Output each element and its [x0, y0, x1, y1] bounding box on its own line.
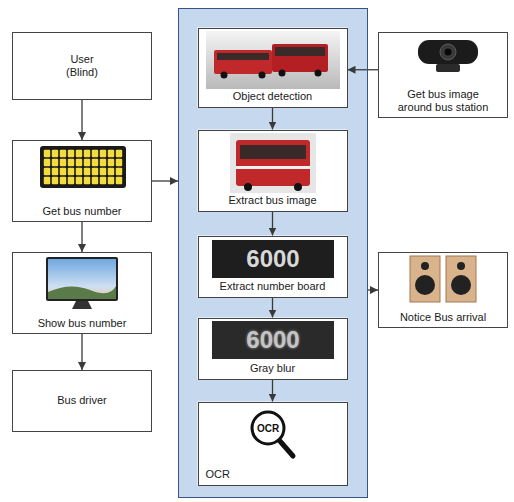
- actor-box: Bus driver: [12, 370, 152, 432]
- flow-arrow: [272, 108, 273, 130]
- speaker-cabinet: [410, 256, 440, 302]
- bus-wheel: [221, 72, 228, 79]
- webcam-icon: [418, 40, 478, 72]
- webcam-lens-core: [445, 49, 452, 56]
- node-fill: [378, 252, 508, 328]
- bus-wheel: [259, 72, 266, 79]
- actor-box: User (Blind): [12, 32, 152, 100]
- keyboard-keys: [43, 149, 123, 185]
- node-fill: [12, 252, 152, 334]
- plate-number: 6000: [246, 245, 299, 273]
- node-label: Get bus number: [43, 205, 122, 218]
- node-label: User (Blind): [60, 53, 105, 79]
- node-fill: [178, 8, 368, 498]
- keyboard-icon: [40, 146, 126, 188]
- output-box: Notice Bus arrival: [378, 252, 508, 328]
- node-label: Notice Bus arrival: [400, 311, 486, 324]
- flow-arrow: [272, 380, 273, 402]
- node-fill: [12, 32, 152, 100]
- bus-wheel: [244, 183, 252, 191]
- icon-text: OCR: [257, 423, 279, 434]
- bus-windows: [240, 145, 306, 159]
- flow-arrow: [348, 69, 379, 70]
- bus-body: [214, 50, 272, 74]
- bus-windows: [217, 53, 269, 60]
- bus-windows: [275, 47, 325, 56]
- flow-arrow: [152, 180, 178, 181]
- plate-number: 6000: [246, 326, 299, 354]
- keyboard-body: [40, 146, 126, 188]
- magnifier-glass: [252, 412, 284, 444]
- node-fill: [198, 28, 348, 108]
- node-fill: [378, 32, 508, 118]
- bus-body: [272, 44, 328, 72]
- label-holder: OCR: [252, 421, 284, 435]
- node-label: Get bus image around bus station: [393, 88, 493, 114]
- flow-arrow: [81, 334, 82, 370]
- magnifier-icon: [252, 412, 293, 456]
- blurred-board-photo: [212, 321, 334, 359]
- bus-wheel: [294, 183, 302, 191]
- node-label: Show bus number: [38, 317, 127, 330]
- bus-crop-photo: [230, 133, 316, 193]
- webcam-body: [418, 40, 478, 64]
- flow-arrow: [272, 298, 273, 318]
- photo-ground: [206, 31, 340, 89]
- flow-arrow: [81, 100, 82, 140]
- node-label: OCR: [206, 468, 230, 481]
- label-holder: 6000: [212, 240, 334, 278]
- flow-arrow: [81, 222, 82, 252]
- input-box: Get bus number: [12, 140, 152, 222]
- node-fill: [198, 130, 348, 212]
- monitor-frame: [46, 257, 118, 301]
- flow-arrow: [272, 212, 273, 236]
- process-box: Extract bus image: [198, 130, 348, 212]
- speaker-tweeter: [421, 262, 429, 270]
- node-fill: [12, 370, 152, 432]
- monitor-icon: [46, 257, 118, 309]
- speaker-woofer: [451, 275, 471, 295]
- flow-arrow: [368, 289, 378, 290]
- speaker-tweeter: [457, 262, 465, 270]
- process-box: OCR: [198, 402, 348, 486]
- bus-stripe: [236, 166, 310, 169]
- node-label: Extract number board: [220, 280, 326, 293]
- number-board-photo: [212, 240, 334, 278]
- webcam-clip: [436, 64, 460, 72]
- monitor-stand: [72, 301, 92, 309]
- node-fill: [198, 402, 348, 486]
- node-label: Object detection: [233, 90, 313, 103]
- bus-wheel: [279, 70, 286, 77]
- speaker-icon: [410, 256, 476, 302]
- bus-wheel: [315, 70, 322, 77]
- node-label: Extract bus image: [228, 194, 316, 207]
- node-label: Gray blur: [250, 362, 295, 375]
- node-fill: [198, 318, 348, 380]
- process-box: Object detection: [198, 28, 348, 108]
- speaker-cabinet: [446, 256, 476, 302]
- monitor-screen: [48, 259, 116, 299]
- node-label: Bus driver: [57, 394, 107, 407]
- webcam-lens: [440, 44, 456, 60]
- speaker-woofer: [415, 275, 435, 295]
- bus-body: [236, 140, 310, 186]
- photo-ground: [230, 133, 316, 193]
- input-box: Get bus image around bus station: [378, 32, 508, 118]
- output-box: Show bus number: [12, 252, 152, 334]
- label-holder: 6000: [212, 321, 334, 359]
- bus-scene-photo: [206, 31, 340, 89]
- magnifier-handle: [279, 440, 293, 456]
- monitor-hill: [48, 286, 116, 299]
- node-fill: [12, 140, 152, 222]
- node-fill: [198, 236, 348, 298]
